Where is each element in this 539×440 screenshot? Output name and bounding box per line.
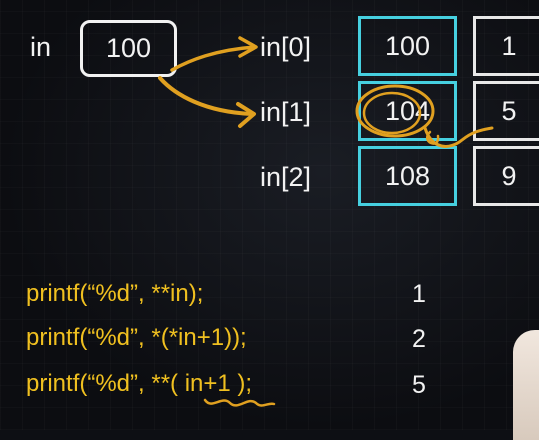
code-line-1: printf(“%d”, *(*in+1)); bbox=[26, 324, 247, 351]
address-value-0: 100 bbox=[384, 30, 431, 61]
address-value-1: 104 bbox=[384, 95, 431, 126]
result-2: 5 bbox=[412, 371, 426, 399]
arrow-head-in0 bbox=[238, 36, 258, 58]
underline-squiggle bbox=[203, 398, 276, 407]
value-box-0: 1 bbox=[473, 16, 539, 76]
variable-name: in bbox=[30, 32, 52, 62]
variable-box: 100 bbox=[80, 20, 177, 77]
address-box-2: 108 bbox=[358, 146, 457, 206]
arrow-to-in0 bbox=[170, 45, 257, 72]
presenter-silhouette bbox=[513, 330, 539, 440]
address-box-0: 100 bbox=[358, 16, 457, 76]
result-0: 1 bbox=[412, 280, 426, 308]
address-value-2: 108 bbox=[384, 160, 431, 191]
value-box-1: 5 bbox=[473, 81, 539, 141]
arrow-head-in1 bbox=[236, 102, 256, 128]
value-0: 1 bbox=[501, 30, 517, 61]
arrow-to-in1 bbox=[158, 76, 254, 116]
value-2: 9 bbox=[501, 160, 517, 191]
variable-value: 100 bbox=[105, 33, 152, 63]
row-label-2: in[2] bbox=[260, 162, 312, 192]
value-1: 5 bbox=[501, 95, 517, 126]
address-box-1: 104 bbox=[358, 81, 457, 141]
value-box-2: 9 bbox=[473, 146, 539, 206]
row-label-0: in[0] bbox=[260, 32, 312, 62]
code-line-0: printf(“%d”, **in); bbox=[26, 280, 204, 307]
row-label-1: in[1] bbox=[260, 97, 312, 127]
code-line-2: printf(“%d”, **( in+1 ); bbox=[26, 370, 253, 397]
result-1: 2 bbox=[412, 325, 426, 353]
